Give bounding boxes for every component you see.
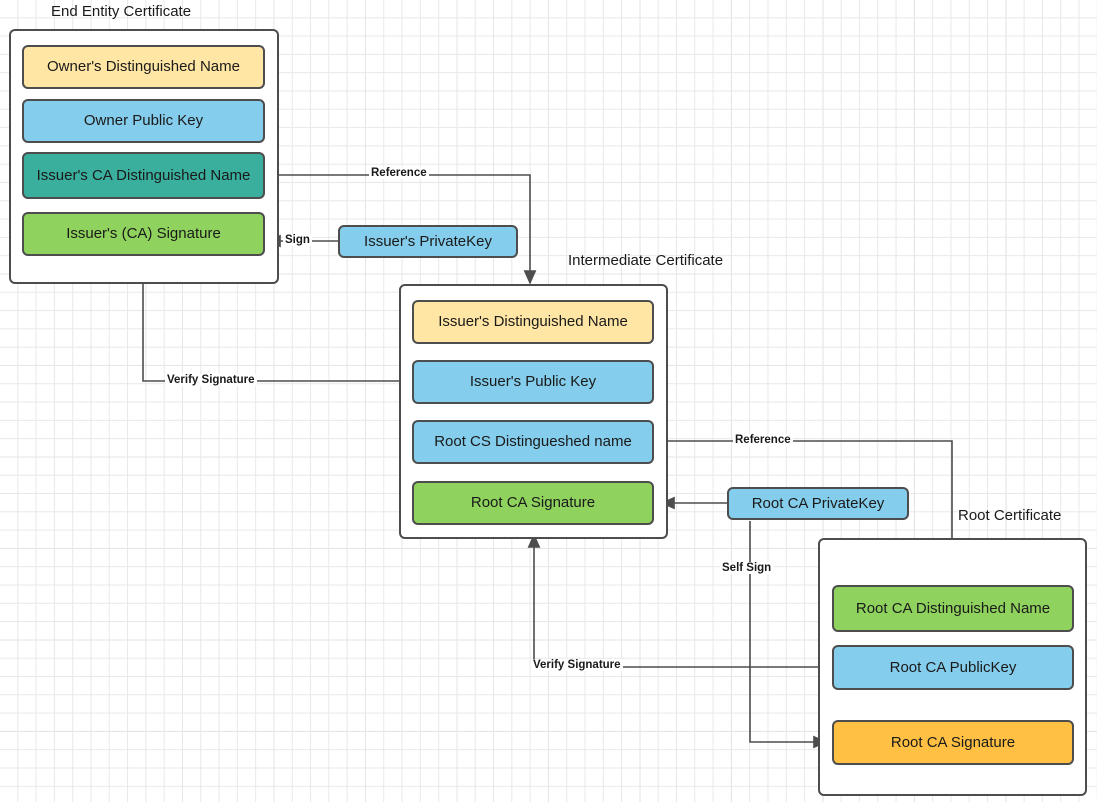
edge-label-reference-bottom: Reference — [733, 434, 793, 446]
end-entity-certificate-title: End Entity Certificate — [51, 3, 192, 20]
field-intermediate-root-ca-signature[interactable]: Root CA Signature — [412, 481, 654, 525]
field-issuers-public-key[interactable]: Issuer's Public Key — [412, 360, 654, 404]
field-root-ca-signature[interactable]: Root CA Signature — [832, 720, 1074, 765]
field-owners-distinguished-name[interactable]: Owner's Distinguished Name — [22, 45, 265, 89]
root-certificate-title: Root Certificate — [958, 507, 1062, 524]
node-issuers-privatekey[interactable]: Issuer's PrivateKey — [338, 225, 518, 258]
field-issuers-ca-signature[interactable]: Issuer's (CA) Signature — [22, 212, 265, 256]
intermediate-certificate-title: Intermediate Certificate — [568, 252, 724, 269]
field-owner-public-key[interactable]: Owner Public Key — [22, 99, 265, 143]
edge-label-self-sign: Self Sign — [720, 562, 774, 574]
edge-label-reference-top: Reference — [369, 167, 429, 179]
field-issuers-distinguished-name[interactable]: Issuer's Distinguished Name — [412, 300, 654, 344]
field-root-cs-distingueshed-name[interactable]: Root CS Distingueshed name — [412, 420, 654, 464]
field-issuers-ca-distinguished-name[interactable]: Issuer's CA Distinguished Name — [22, 152, 265, 199]
edge-label-verify-signature-top: Verify Signature — [165, 374, 257, 386]
field-root-ca-distinguished-name[interactable]: Root CA Distinguished Name — [832, 585, 1074, 632]
edge-verify-signature-bottom — [527, 533, 832, 668]
edge-label-sign: Sign — [283, 234, 312, 246]
edge-label-verify-signature-bottom: Verify Signature — [531, 659, 623, 671]
node-root-ca-privatekey[interactable]: Root CA PrivateKey — [727, 487, 909, 520]
edge-self-sign — [749, 521, 828, 749]
field-root-ca-publickey[interactable]: Root CA PublicKey — [832, 645, 1074, 690]
